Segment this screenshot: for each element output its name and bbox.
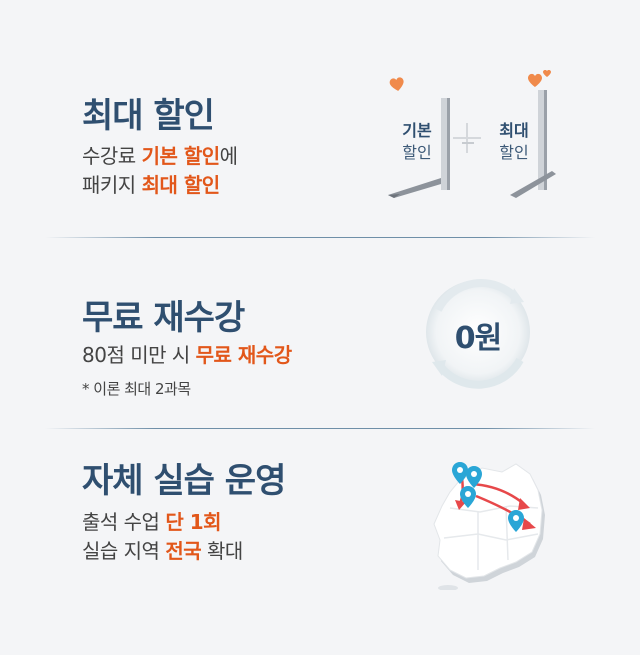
- section-max-discount: 최대 할인 수강료 기본 할인에 패키지 최대 할인: [0, 60, 640, 230]
- section-title: 최대 할인: [82, 96, 215, 136]
- highlight-text: 최대 할인: [141, 173, 221, 197]
- map-icon: [433, 462, 545, 590]
- plus-icon: [453, 123, 481, 153]
- location-pin-icon: [460, 486, 476, 508]
- heart-icon: [389, 77, 404, 91]
- location-pin-icon: [452, 462, 468, 484]
- zero-cost-illustration: 0원: [418, 270, 538, 395]
- basic-discount-label: 기본 할인: [402, 121, 432, 162]
- max-discount-label: 최대 할인: [499, 121, 529, 162]
- highlight-text: 전국: [165, 539, 202, 563]
- section-description: 수강료 기본 할인에 패키지 최대 할인: [82, 144, 238, 197]
- arrow-icon: [475, 494, 536, 530]
- section-title: 자체 실습 운영: [82, 461, 286, 501]
- discount-brackets-graphic: [388, 70, 556, 198]
- section-note: * 이론 최대 2과목: [82, 380, 191, 398]
- section-free-retake: 무료 재수강 80점 미만 시 무료 재수강 * 이론 최대 2과목 0원: [0, 270, 640, 420]
- section-description: 80점 미만 시 무료 재수강: [82, 343, 292, 367]
- discount-illustration: 기본 할인 최대 할인: [380, 70, 560, 205]
- highlight-text: 기본 할인: [141, 144, 221, 168]
- section-title: 무료 재수강: [82, 298, 245, 338]
- highlight-text: 단 1회: [165, 510, 222, 534]
- section-divider: [45, 237, 595, 238]
- highlight-text: 무료 재수강: [195, 343, 292, 367]
- location-pin-icon: [466, 466, 482, 488]
- heart-icon: [528, 70, 551, 87]
- refresh-circle-icon: [426, 279, 530, 389]
- zero-won-badge: 0원: [454, 321, 502, 356]
- section-own-practice: 자체 실습 운영 출석 수업 단 1회 실습 지역 전국 확대: [0, 450, 640, 620]
- section-description: 출석 수업 단 1회 실습 지역 전국 확대: [82, 510, 243, 563]
- section-divider: [45, 428, 595, 429]
- location-pin-icon: [508, 510, 524, 532]
- korea-map-illustration: [420, 460, 560, 590]
